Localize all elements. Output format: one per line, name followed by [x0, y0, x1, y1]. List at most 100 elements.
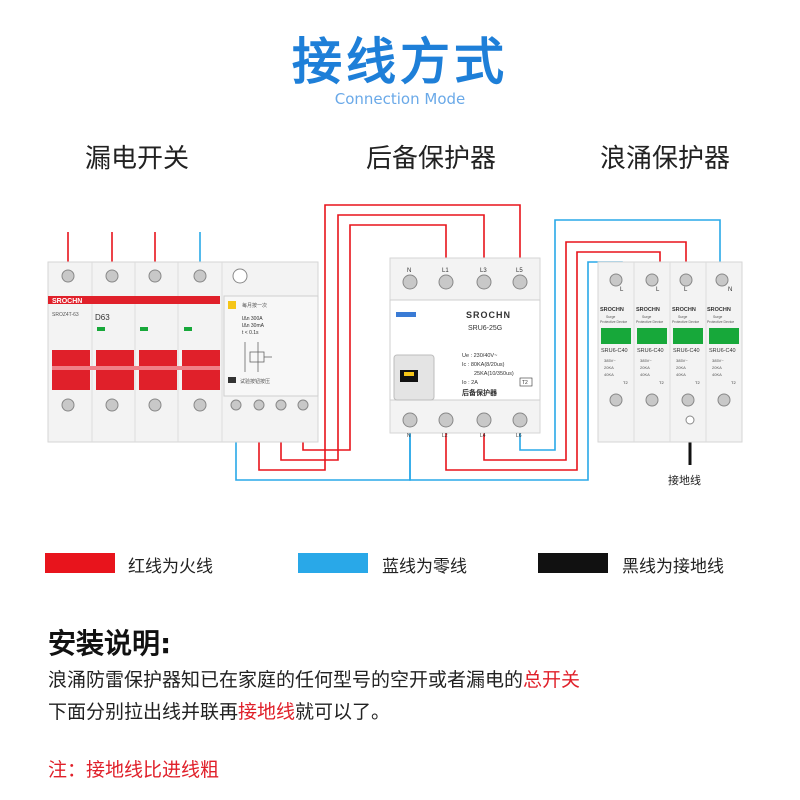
- spd-line2-2: Protective Device: [636, 320, 663, 324]
- spd-device: L SROCHN Surge Protective Device SRU6-C4…: [597, 261, 743, 443]
- spd-type-4: T2: [731, 380, 736, 385]
- rcbo-rating: D63: [95, 313, 110, 322]
- backup-top-label-2: L3: [480, 268, 487, 274]
- spd-spec-uc-2: 385V~: [640, 358, 652, 363]
- spd-terminal-label-2: L: [684, 287, 688, 293]
- rcbo-out-l2: [275, 399, 287, 411]
- spd-module-3: L SROCHN Surge Protective Device SRU6-C4…: [672, 262, 707, 442]
- spd-module-1: L SROCHN Surge Protective Device SRU6-C4…: [600, 262, 635, 442]
- spd-brand-3: SROCHN: [672, 307, 696, 313]
- install-line-1: 浪涌防雷保护器知已在家庭的任何型号的空开或者漏电的总开关: [48, 665, 580, 692]
- page-title: 接线方式: [292, 33, 508, 91]
- install-line-2-text-a: 下面分别拉出线并联再: [48, 701, 239, 723]
- spd-spec-uc-3: 385V~: [676, 358, 688, 363]
- rcbo-lu-text: IΔn 300A: [242, 316, 263, 322]
- wire-l2-spd: [445, 251, 661, 471]
- backup-status-indicator: [396, 312, 416, 317]
- backup-terminal-top-l1: [438, 274, 454, 290]
- spd-spec-in-2: 20KA: [640, 365, 650, 370]
- rcbo-bottom-note: 试验按钮按压: [240, 378, 270, 385]
- spd-terminal-label-1: L: [656, 287, 660, 293]
- spd-ground-terminal: [685, 415, 695, 425]
- spd-brand-1: SROCHN: [600, 307, 624, 313]
- spd-green-window-1: [601, 328, 631, 344]
- spd-line1-3: Surge: [678, 315, 687, 319]
- rcbo-terminal-top-3: [148, 269, 162, 283]
- backup-terminal-bottom-n: [402, 412, 418, 428]
- spd-line1-4: Surge: [713, 315, 722, 319]
- install-highlight-main-switch: 总开关: [523, 669, 581, 691]
- rcbo-terminal-bottom-3: [148, 398, 162, 412]
- rcbo-terminal-bottom-4: [193, 398, 207, 412]
- backup-top-label-3: L5: [516, 268, 523, 274]
- spd-spec-imax-1: 40KA: [604, 372, 614, 377]
- spd-model-3: SRU6-C40: [673, 348, 700, 354]
- rcbo-out-l3: [297, 399, 309, 411]
- rcbo-terminal-top-4: [193, 269, 207, 283]
- spd-spec-in-3: 20KA: [676, 365, 686, 370]
- ground-label: 接地线: [668, 473, 701, 487]
- rcbo-model-small: SROZ4T-63: [52, 312, 79, 318]
- wire-l5-top: [258, 204, 521, 471]
- install-highlight-ground: 接地线: [238, 701, 296, 723]
- backup-model: SRU6-25G: [468, 325, 502, 332]
- rcbo-green-indicator-1: [97, 327, 105, 331]
- spd-spec-imax-3: 40KA: [676, 372, 686, 377]
- rcbo-terminal-bottom-2: [105, 398, 119, 412]
- wire-l3-top: [280, 214, 485, 461]
- install-line-2: 下面分别拉出线并联再接地线就可以了。: [48, 697, 390, 724]
- backup-top-label-1: L1: [442, 268, 449, 274]
- backup-bottom-label-3: L6: [516, 433, 522, 439]
- rcbo-tl-text: IΔn 30mA: [242, 323, 265, 329]
- backup-spec-ic: Ic : 80KA(8/20us): [462, 362, 505, 368]
- rcbo-indicator-circle: [232, 268, 248, 284]
- wire-l4-spd: [483, 241, 687, 461]
- backup-protector-device: N L1 L3 L5 SROCHN SRU6-25G Ue : 230/40V~…: [389, 257, 541, 439]
- spd-module-2: L SROCHN Surge Protective Device SRU6-C4…: [636, 262, 671, 442]
- wiring-diagram: SROCHN SROZ4T-63 D63 每月按一次 IΔn 300A IΔn …: [47, 204, 743, 487]
- spd-spec-imax-4: 40KA: [712, 372, 722, 377]
- legend-swatch-neutral: [298, 553, 368, 573]
- rcbo-device: SROCHN SROZ4T-63 D63 每月按一次 IΔn 300A IΔn …: [47, 261, 319, 443]
- rcbo-terminal-top-1: [61, 269, 75, 283]
- rcbo-circuit-symbol: [244, 342, 272, 372]
- backup-bottom-label-2: L4: [480, 433, 486, 439]
- backup-spec-ic2: 25KA(10/350us): [474, 371, 514, 377]
- backup-spec-ue: Ue : 230/40V~: [462, 353, 497, 359]
- spd-terminal-label-0: L: [620, 287, 624, 293]
- legend-swatch-live: [45, 553, 115, 573]
- spd-spec-in-4: 20KA: [712, 365, 722, 370]
- legend-text-live: 红线为火线: [128, 557, 213, 577]
- backup-bottom-label-1: L2: [442, 433, 448, 439]
- rcbo-out-n: [230, 399, 242, 411]
- rcbo-top-note: 每月按一次: [242, 302, 267, 309]
- backup-bottom-label-0: N: [407, 433, 411, 439]
- spd-terminal-label-3: N: [728, 287, 732, 293]
- backup-terminal-bottom-l4: [476, 412, 492, 428]
- install-heading: 安装说明:: [48, 627, 172, 660]
- backup-brand: SROCHN: [466, 310, 511, 320]
- spd-line2-1: Protective Device: [600, 320, 627, 324]
- ground-note: 注：接地线比进线粗: [48, 759, 220, 781]
- rcbo-out-l1: [253, 399, 265, 411]
- install-line-2-text-c: 就可以了。: [295, 701, 391, 723]
- spd-brand-4: SROCHN: [707, 307, 731, 313]
- install-line-1-text: 浪涌防雷保护器知已在家庭的任何型号的空开或者漏电的: [48, 669, 524, 691]
- page-subtitle: Connection Mode: [334, 90, 466, 108]
- backup-terminal-top-l3: [476, 274, 492, 290]
- rcbo-green-indicator-2: [140, 327, 148, 331]
- spd-type-2: T2: [659, 380, 664, 385]
- spd-spec-uc-1: 385V~: [604, 358, 616, 363]
- rcbo-terminal-bottom-1: [61, 398, 75, 412]
- backup-terminal-bottom-l2: [438, 412, 454, 428]
- rcbo-label: 漏电开关: [85, 144, 190, 174]
- spd-green-window-4: [709, 328, 739, 344]
- legend-text-neutral: 蓝线为零线: [382, 557, 467, 577]
- backup-top-label-0: N: [407, 268, 411, 274]
- spd-line1-2: Surge: [642, 315, 651, 319]
- spd-label: 浪涌保护器: [600, 144, 731, 174]
- legend-text-ground: 黑线为接地线: [622, 557, 724, 577]
- rcbo-green-indicator-3: [184, 327, 192, 331]
- spd-model-2: SRU6-C40: [637, 348, 664, 354]
- backup-terminal-top-n: [402, 274, 418, 290]
